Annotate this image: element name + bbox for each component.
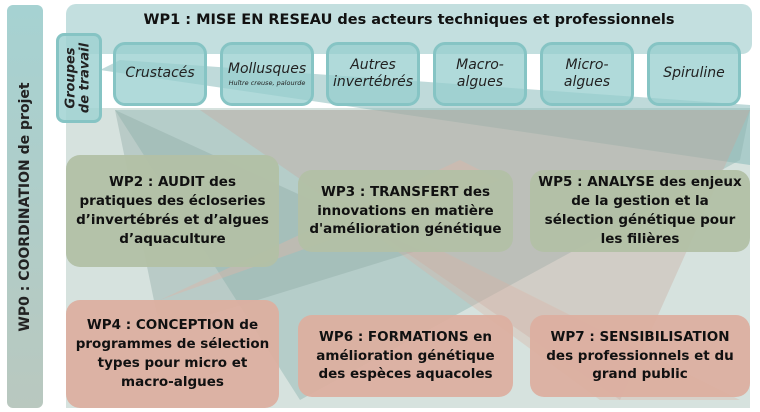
wp1-title: WP1 : MISE EN RESEAU des acteurs techniq… (143, 12, 675, 28)
wp7-sensibilisation: WP7 : SENSIBILISATION des professionnels… (530, 315, 750, 397)
group-macro-algues: Macro-algues (433, 42, 527, 106)
group-micro-algues: Micro-algues (540, 42, 634, 106)
wp4-conception: WP4 : CONCEPTION de programmes de sélect… (66, 300, 279, 408)
group-crustaces: Crustacés (113, 42, 207, 106)
group-spiruline: Spiruline (647, 42, 741, 106)
wp5-analyse: WP5 : ANALYSE des enjeux de la gestion e… (530, 170, 750, 252)
wp6-formations: WP6 : FORMATIONS en amélioration génétiq… (298, 315, 513, 397)
wp3-transfert: WP3 : TRANSFERT des innovations en matiè… (298, 170, 513, 252)
wp2-audit: WP2 : AUDIT des pratiques des écloseries… (66, 155, 279, 267)
group-autres-invertebres: Autres invertébrés (326, 42, 420, 106)
wp0-coordination-bar: WP0 : COORDINATION de projet (7, 5, 43, 408)
